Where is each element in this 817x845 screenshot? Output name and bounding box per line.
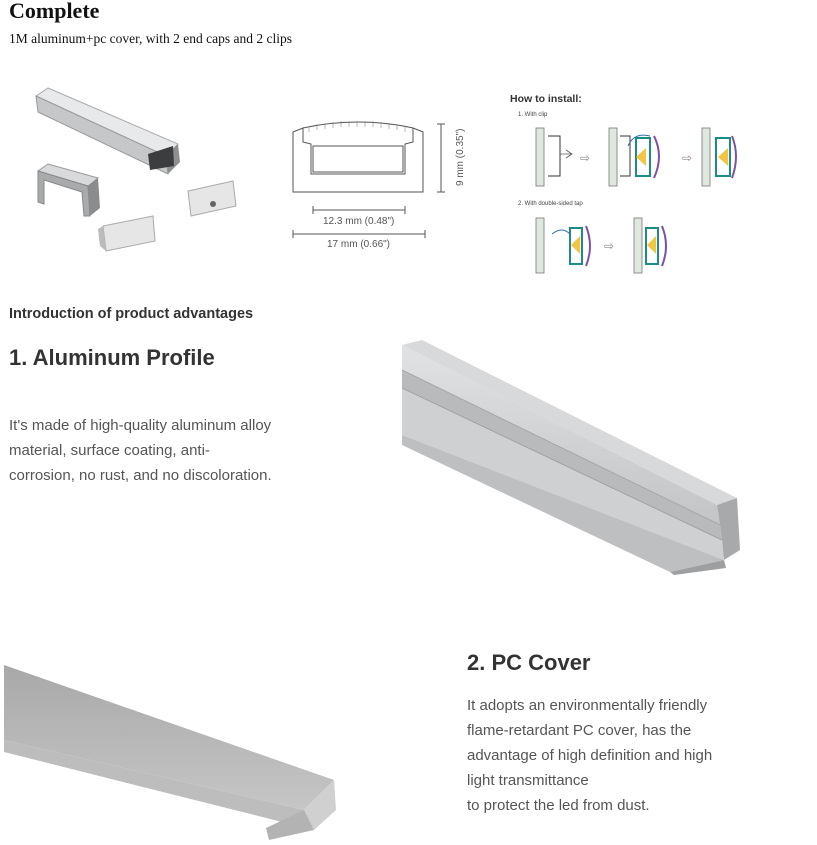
section2-heading: 2. PC Cover (467, 650, 591, 675)
section1-heading: 1. Aluminum Profile (9, 345, 215, 370)
pc-cover-image (4, 665, 336, 840)
install-title: How to install: (510, 93, 582, 105)
install-step2: 2. With double-sided tap (518, 201, 583, 207)
section2-line: advantage of high definition and high (467, 747, 713, 764)
outer-width-label: 17 mm (0.66") (327, 239, 390, 250)
svg-text:⇨: ⇨ (580, 151, 590, 165)
section2-line: flame-retardant PC cover, has the (467, 722, 692, 739)
section1-line: material, surface coating, anti- (9, 442, 210, 459)
section1-description: It's made of high-quality aluminum alloy… (9, 413, 309, 488)
intro-heading: Introduction of product advantages (9, 306, 254, 322)
svg-text:⇨: ⇨ (604, 239, 614, 253)
section2-line: It adopts an environmentally friendly (467, 697, 708, 714)
install-step1: 1. With clip (518, 112, 548, 118)
height-dimension-label: 9 mm (0.35") (455, 129, 466, 186)
complete-subtitle: 1M aluminum+pc cover, with 2 end caps an… (9, 31, 293, 46)
complete-title: Complete (9, 0, 100, 23)
section1-line: corrosion, no rust, and no discoloration… (9, 467, 272, 484)
svg-text:⇨: ⇨ (682, 151, 692, 165)
aluminum-profile-image (402, 340, 740, 575)
inner-width-label: 12.3 mm (0.48") (323, 216, 394, 227)
section2-description: It adopts an environmentally friendly fl… (467, 693, 767, 818)
dimension-drawing: 9 mm (0.35") 12.3 mm (0.48") 17 mm (0.66… (255, 66, 495, 281)
section2-line: light transmittance (467, 772, 589, 789)
section2-line: to protect the led from dust. (467, 797, 650, 814)
product-parts-image (8, 66, 258, 281)
install-diagram: How to install: 1. With clip 2. With dou… (500, 66, 750, 281)
section1-line: It's made of high-quality aluminum alloy (9, 417, 272, 434)
